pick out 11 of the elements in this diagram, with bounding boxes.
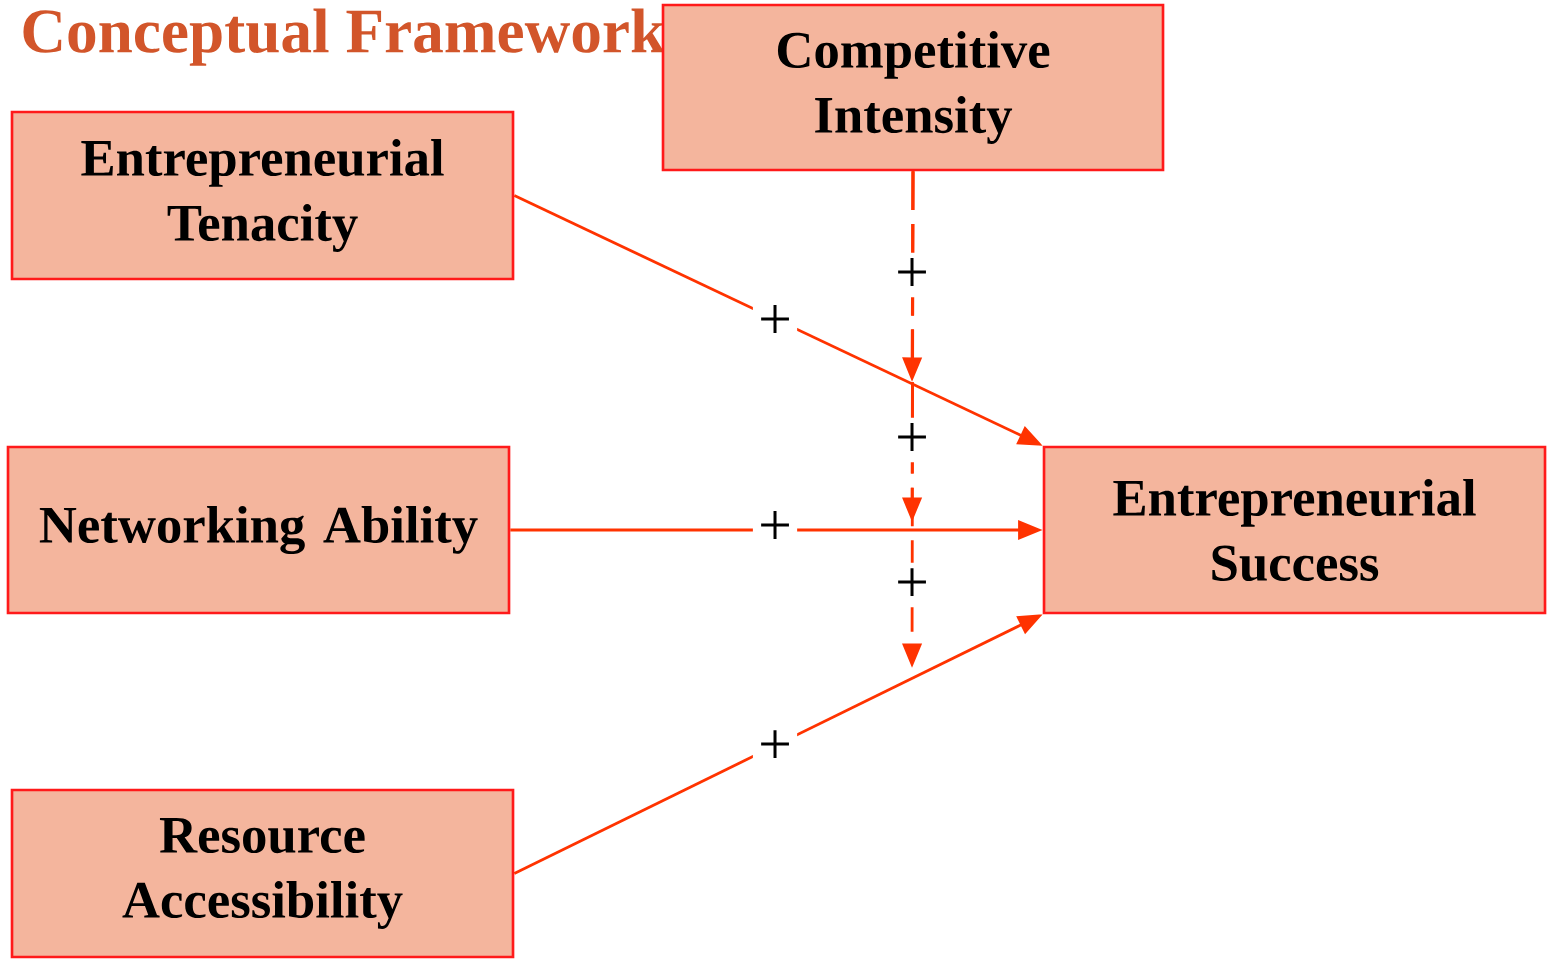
edge-label: +: [752, 724, 798, 770]
concept-box: Resource Accessibility: [10, 788, 515, 959]
concept-box: Networking Ability: [6, 445, 511, 615]
concept-box: Entrepreneurial Success: [1042, 445, 1547, 615]
concept-box: Competitive Intensity: [661, 3, 1165, 172]
concept-box: Entrepreneurial Tenacity: [10, 110, 515, 281]
edge-label: +: [889, 417, 935, 463]
edge-label: +: [752, 299, 798, 345]
edge-label: +: [889, 252, 935, 298]
edge-label: +: [752, 505, 798, 551]
edge-label: +: [889, 562, 935, 608]
